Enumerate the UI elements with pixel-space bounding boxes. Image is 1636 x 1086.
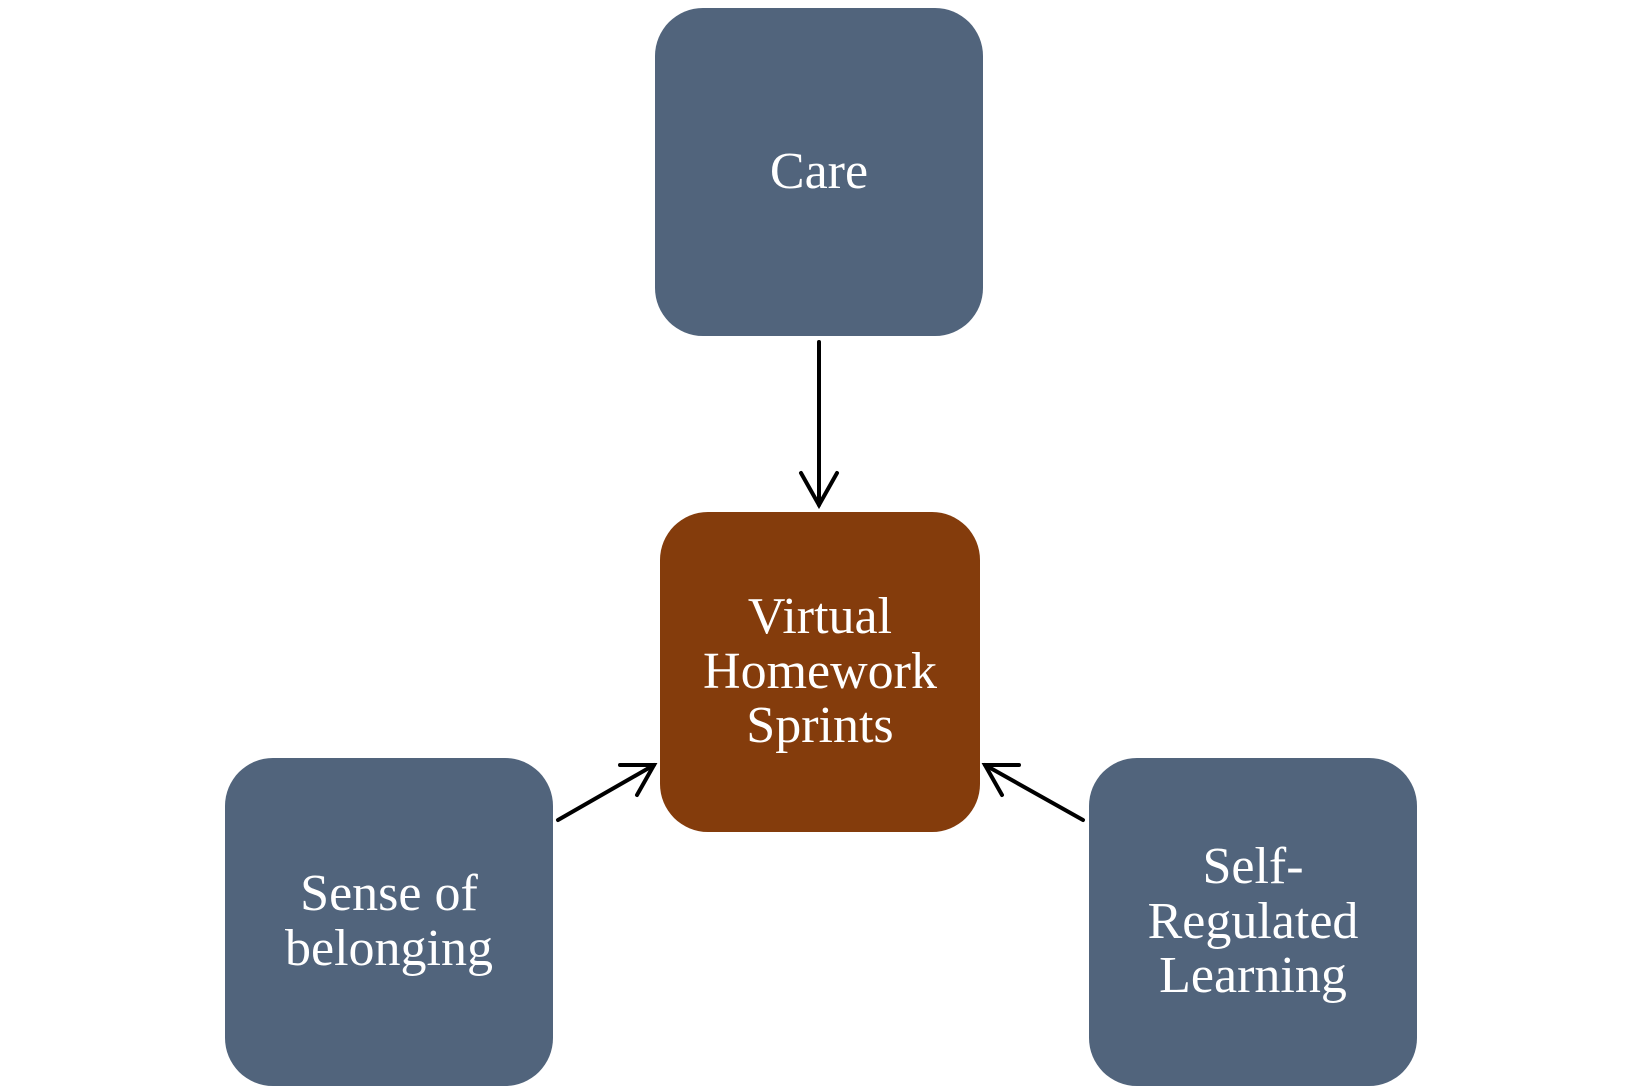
virtual-homework-sprints-label: Virtual Homework Sprints [703,588,937,755]
self-regulated-learning-node: Self- Regulated Learning [1089,758,1417,1086]
virtual-homework-sprints-node: Virtual Homework Sprints [660,512,980,832]
arrow-care-to-center [799,340,839,510]
care-node: Care [655,8,983,336]
sense-of-belonging-label: Sense of belonging [285,865,493,977]
arrow-belonging-to-center [556,763,658,822]
arrow-srl-to-center [981,763,1085,822]
self-regulated-learning-label: Self- Regulated Learning [1147,838,1359,1005]
care-label: Care [769,142,869,200]
sense-of-belonging-node: Sense of belonging [225,758,553,1086]
